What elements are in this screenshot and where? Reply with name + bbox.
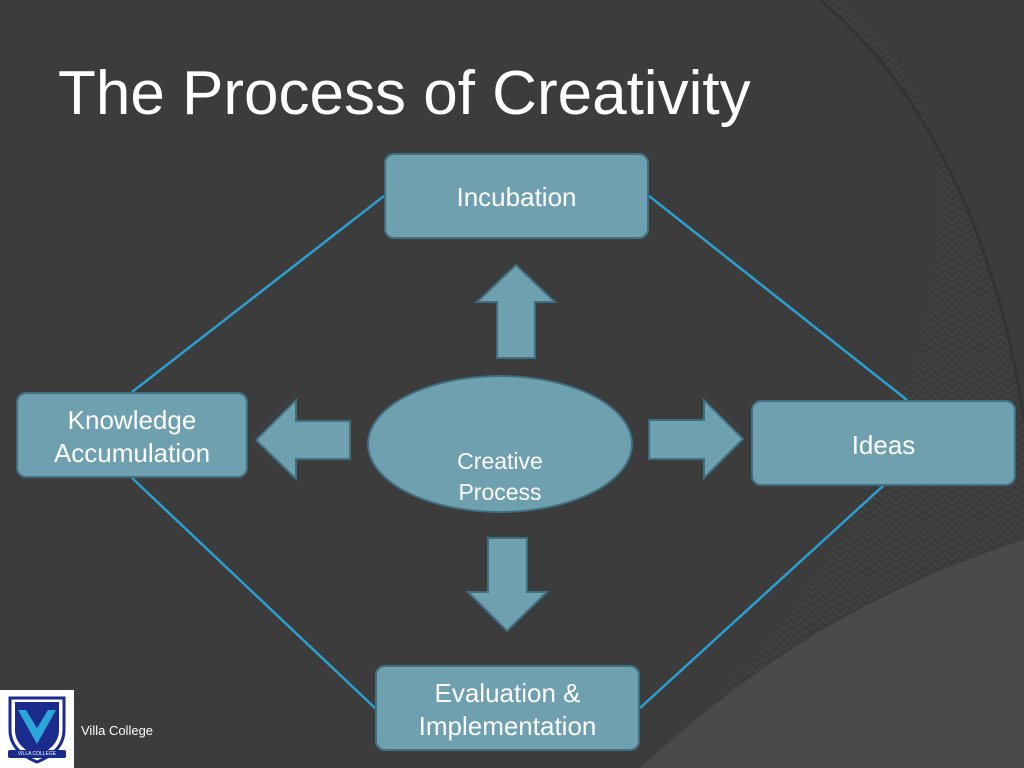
node-evaluation-implementation-label: Evaluation & Implementation xyxy=(418,678,597,741)
line-incubation-knowledge xyxy=(131,195,385,393)
arrow-left-icon xyxy=(254,397,351,482)
arrow-down-icon xyxy=(465,537,550,633)
line-knowledge-evaluation xyxy=(131,477,376,709)
node-ideas-label: Ideas xyxy=(851,430,916,460)
node-knowledge-accumulation: Knowledge Accumulation xyxy=(16,392,248,478)
node-ideas: Ideas xyxy=(751,400,1016,486)
arrow-right-icon xyxy=(648,397,745,481)
line-ideas-evaluation xyxy=(639,485,884,709)
center-creative-process: Creative Process xyxy=(367,375,633,513)
node-incubation-label: Incubation xyxy=(456,182,577,212)
background-swoosh-arc xyxy=(819,0,1024,421)
center-creative-process-label: Creative Process xyxy=(457,448,543,505)
logo-caption: VILLA COLLEGE xyxy=(17,751,57,757)
line-incubation-ideas xyxy=(648,195,908,401)
arrow-up-icon xyxy=(474,263,558,359)
background-swoosh-light xyxy=(640,540,1024,768)
footer-college-name: Villa College xyxy=(81,723,154,738)
villa-college-shield-icon xyxy=(8,696,66,764)
villa-college-logo: VILLA COLLEGE xyxy=(0,690,74,768)
node-incubation: Incubation xyxy=(384,153,649,239)
slide-title: The Process of Creativity xyxy=(58,59,751,128)
node-evaluation-implementation: Evaluation & Implementation xyxy=(375,665,640,751)
node-knowledge-accumulation-label: Knowledge Accumulation xyxy=(53,405,211,468)
